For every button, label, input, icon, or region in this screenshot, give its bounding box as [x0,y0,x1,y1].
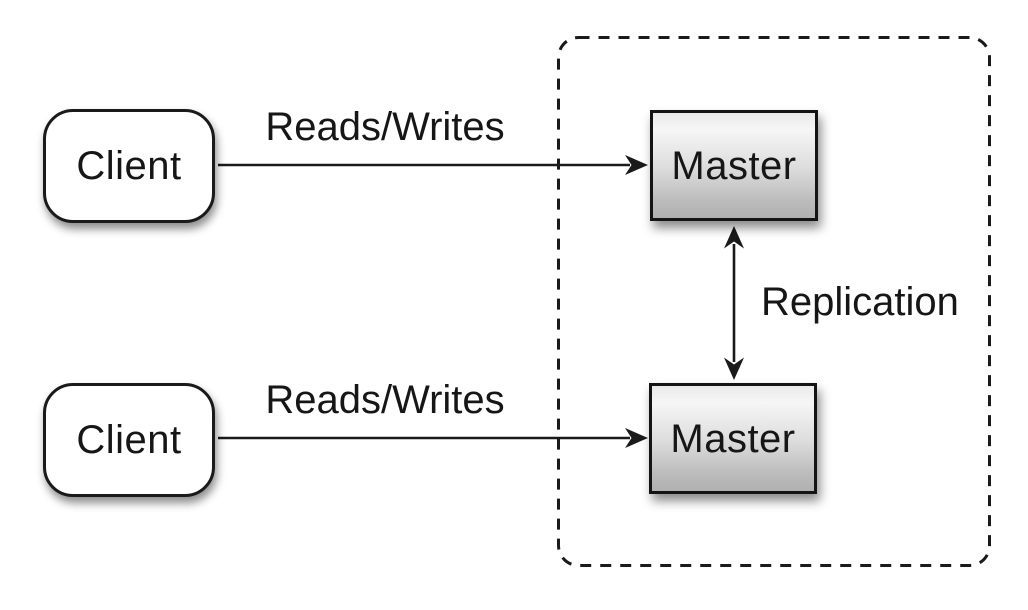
node-client-bottom-label: Client [76,418,182,462]
arrowhead-down-icon [724,357,744,380]
node-client-bottom: Client [43,383,215,497]
node-master-bottom: Master [649,383,817,494]
arrowhead-right-icon [625,155,648,175]
node-master-top-label: Master [671,143,797,188]
arrowhead-right-icon [625,428,648,448]
node-master-bottom-label: Master [670,416,796,461]
edge-label-replication: Replication [761,280,959,324]
arrowhead-up-icon [724,226,744,249]
node-client-top-label: Client [76,144,182,188]
edge-label-reads-writes-bottom: Reads/Writes [265,378,505,422]
masters-cluster-dashed-border [557,36,991,567]
node-client-top: Client [43,109,215,223]
node-master-top: Master [650,110,818,221]
edge-label-reads-writes-top: Reads/Writes [265,105,505,149]
